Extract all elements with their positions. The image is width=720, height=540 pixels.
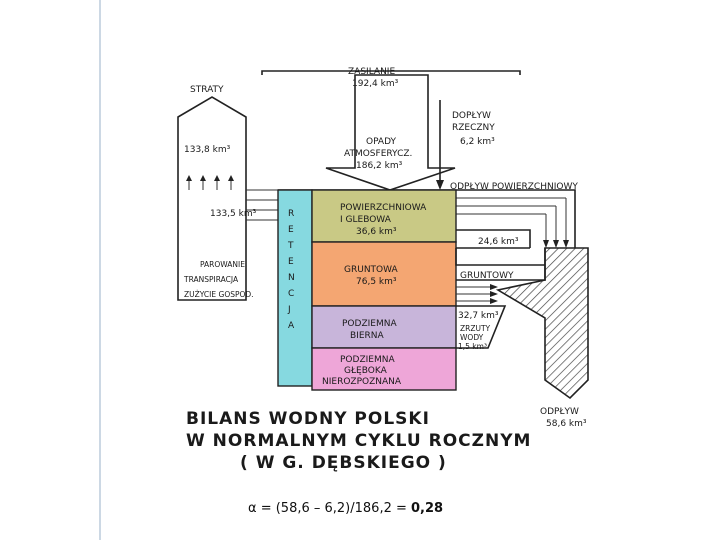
alpha-formula-lhs: α = (58,6 – 6,2)/186,2 = bbox=[248, 501, 411, 516]
retencja-letter: C bbox=[288, 289, 294, 299]
zrzuty-label: ZRZUTY bbox=[460, 324, 491, 333]
odplyw-total-label: ODPŁYW bbox=[540, 407, 579, 417]
parowanie-label: PAROWANIE bbox=[200, 260, 245, 269]
zrzuty-value: 1,5 km³ bbox=[458, 342, 487, 351]
retencja-letter: N bbox=[288, 273, 295, 283]
bierna-label: PODZIEMNA bbox=[342, 319, 397, 329]
layer-gruntowa bbox=[311, 241, 457, 307]
diagram-title-line3: ( W G. DĘBSKIEGO ) bbox=[240, 453, 447, 473]
straty-column bbox=[177, 96, 247, 301]
layer-powierzchniowa bbox=[311, 189, 457, 243]
alpha-formula: α = (58,6 – 6,2)/186,2 = 0,28 bbox=[248, 501, 443, 516]
doplyw-rzeczny-value: 6,2 km³ bbox=[460, 137, 495, 147]
straty-label: STRATY bbox=[190, 85, 224, 95]
doplyw-rzeczny-label-2: RZECZNY bbox=[452, 123, 495, 133]
diagram-title-line2: W NORMALNYM CYKLU ROCZNYM bbox=[186, 431, 531, 451]
value-32-7: 32,7 km³ bbox=[458, 311, 499, 321]
opady-label: OPADY bbox=[366, 137, 397, 147]
retencja-letter: T bbox=[287, 241, 294, 251]
alpha-formula-result: 0,28 bbox=[411, 501, 443, 516]
powierzchniowa-label: POWIERZCHNIOWA bbox=[340, 203, 427, 213]
zuzycie-label: ZUŻYCIE GOSPOD. bbox=[184, 290, 254, 299]
retencja-letter: E bbox=[288, 225, 294, 235]
odplyw-gruntowy-channel bbox=[455, 248, 545, 266]
powierzchniowa-label-2: I GLEBOWA bbox=[340, 215, 392, 225]
straty-value: 133,8 km³ bbox=[184, 145, 231, 155]
diagram-title-line1: BILANS WODNY POLSKI bbox=[186, 409, 430, 429]
gruntowa-label: GRUNTOWA bbox=[344, 265, 399, 275]
gleboka-label-3: NIEROZPOZNANA bbox=[322, 377, 402, 387]
retencja-letter: J bbox=[287, 305, 291, 315]
zasilanie-label: ZASILANIE bbox=[348, 67, 395, 77]
odplyw-24-6-channel bbox=[456, 229, 531, 248]
retencja-letter: R bbox=[288, 209, 294, 219]
zrzuty-outline bbox=[456, 305, 507, 349]
opady-label-2: ATMOSFERYCZ. bbox=[344, 149, 412, 159]
odplyw-24-6-value: 24,6 km³ bbox=[478, 237, 519, 247]
gruntowa-value: 76,5 km³ bbox=[356, 277, 397, 287]
transpiracja-label: TRANSPIRACJA bbox=[183, 275, 239, 284]
gruntowy-label: GRUNTOWY bbox=[460, 271, 514, 281]
gleboka-label: PODZIEMNA bbox=[340, 355, 395, 365]
retencja-column bbox=[277, 189, 313, 387]
powierzchniowa-value: 36,6 km³ bbox=[356, 227, 397, 237]
opady-arrow bbox=[325, 74, 456, 191]
doplyw-rzeczny-label: DOPŁYW bbox=[452, 111, 491, 121]
zasilanie-value: 192,4 km³ bbox=[352, 79, 399, 89]
zasilanie-bracket bbox=[261, 70, 521, 75]
layer-gleboka bbox=[311, 347, 457, 391]
odplyw-total-value: 58,6 km³ bbox=[546, 419, 587, 429]
gleboka-label-2: GŁĘBOKA bbox=[344, 366, 388, 376]
retencja-letter: A bbox=[288, 321, 295, 331]
bierna-label-2: BIERNA bbox=[350, 331, 385, 341]
zrzuty-label-2: WODY bbox=[460, 333, 484, 342]
retencja-letter: E bbox=[288, 257, 294, 267]
opady-value: 186,2 km³ bbox=[356, 161, 403, 171]
parowanie-value: 133,5 km³ bbox=[210, 209, 257, 219]
layer-podziemna-bierna bbox=[311, 305, 457, 349]
odplyw-total-column bbox=[495, 247, 589, 400]
odplyw-powierzchniowy-label: ODPŁYW POWIERZCHNIOWY bbox=[450, 182, 578, 192]
